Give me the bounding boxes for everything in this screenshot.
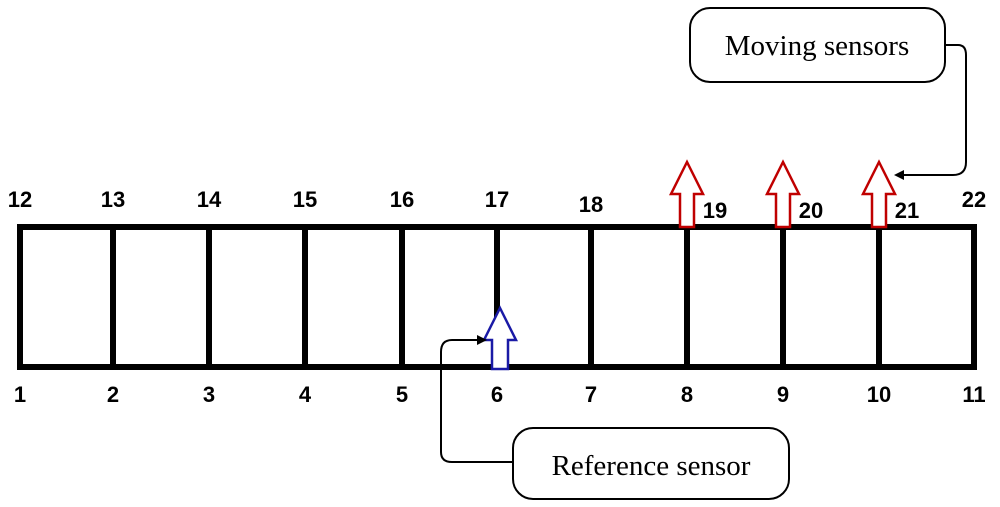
top-node-label: 12 [8, 187, 32, 212]
bottom-node-label: 10 [867, 382, 891, 407]
reference-sensor-arrow [481, 305, 519, 371]
top-node-label: 16 [390, 187, 414, 212]
bottom-node-label: 6 [491, 382, 503, 407]
top-node-label: 15 [293, 187, 317, 212]
reference-sensor-box [512, 427, 790, 500]
moving-sensor-arrows [668, 159, 898, 229]
moving-sensor-icon [860, 159, 898, 229]
moving-sensors-callout: Moving sensors [689, 7, 967, 180]
top-node-label: 13 [101, 187, 125, 212]
bottom-node-label: 3 [203, 382, 215, 407]
top-node-labels: 12 13 14 15 16 17 18 19 20 21 22 [8, 187, 986, 223]
bottom-node-label: 2 [107, 382, 119, 407]
moving-sensors-label: Moving sensors [725, 30, 909, 62]
moving-sensors-leader-line [894, 44, 967, 180]
top-node-label: 19 [703, 198, 727, 223]
top-node-label: 18 [579, 192, 603, 217]
bottom-node-label: 4 [299, 382, 312, 407]
bottom-node-label: 7 [585, 382, 597, 407]
bottom-node-label: 9 [777, 382, 789, 407]
bottom-node-label: 8 [681, 382, 693, 407]
top-node-label: 20 [799, 198, 823, 223]
reference-sensor-icon [481, 305, 519, 371]
top-node-label: 14 [197, 187, 222, 212]
top-node-label: 21 [895, 198, 919, 223]
reference-sensor-label: Reference sensor [552, 450, 751, 482]
bottom-node-label: 1 [14, 382, 26, 407]
top-node-label: 17 [485, 187, 509, 212]
bottom-node-label: 5 [396, 382, 408, 407]
bottom-node-label: 11 [962, 382, 985, 407]
moving-sensor-icon [668, 159, 706, 229]
moving-sensor-icon [764, 159, 802, 229]
reference-sensor-leader-line [440, 335, 513, 463]
top-node-label: 22 [962, 187, 986, 212]
reference-sensor-callout: Reference sensor [440, 335, 790, 500]
bottom-node-labels: 1 2 3 4 5 6 7 8 9 10 11 [14, 382, 986, 407]
